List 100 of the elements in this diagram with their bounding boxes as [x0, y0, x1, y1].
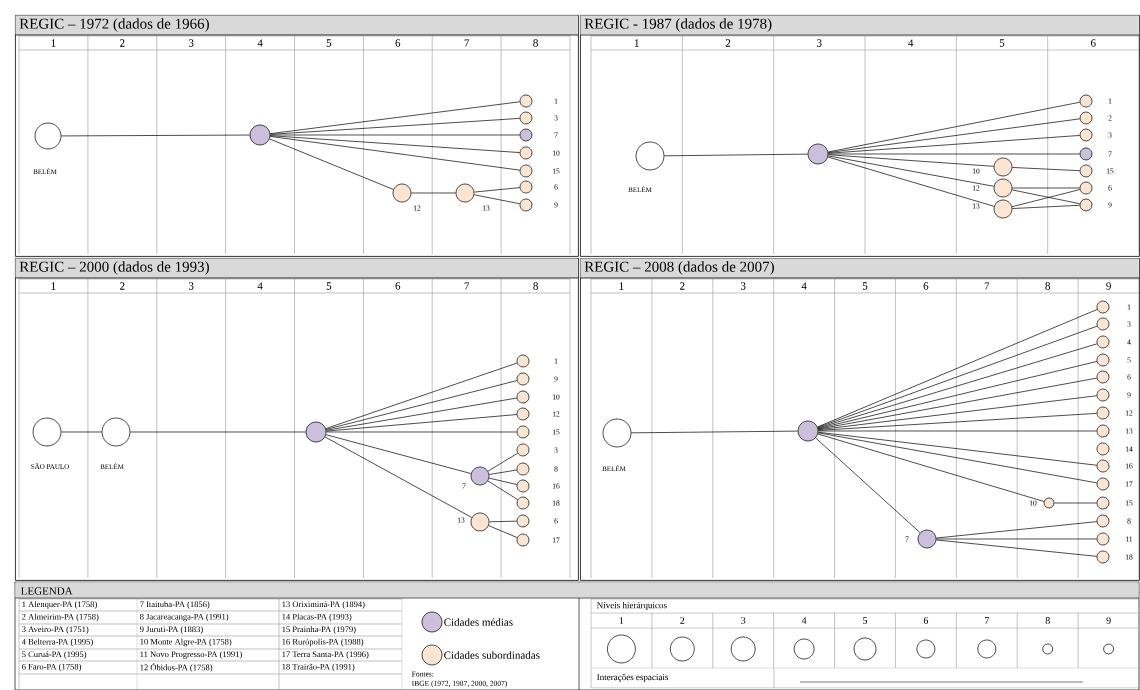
column-number: 3 [189, 282, 194, 290]
connector-line [827, 156, 995, 207]
connector-line [817, 343, 1098, 429]
table-cell: 2 Almeirim-PA (1758) [22, 613, 99, 622]
connector-line [1012, 204, 1080, 209]
connector-line [61, 134, 250, 137]
table-cell: 10 Monte Algre-PA (1758) [140, 638, 232, 647]
timeline-panel [579, 258, 1140, 581]
level-number: 4 [801, 617, 807, 624]
connector-line [411, 192, 456, 194]
column-number: 8 [533, 39, 538, 47]
connector-line [488, 469, 518, 475]
column-number: 6 [395, 282, 401, 290]
column-number: 6 [923, 282, 929, 290]
column-number: 5 [999, 39, 1005, 47]
table-cell: 5 Curuá-PA (1995) [22, 651, 87, 659]
connector-line [325, 380, 518, 430]
level-number: 3 [741, 617, 746, 624]
connector-line [1012, 187, 1080, 189]
connector-line [489, 520, 517, 523]
table-heading: Níveis hierárquicos [596, 601, 667, 611]
title-band: REGIC – 2000 (dados de 1993) [14, 258, 579, 279]
column-number: 7 [984, 282, 990, 290]
city-circle [797, 420, 819, 442]
column-number: 5 [326, 39, 332, 47]
column-number: 1 [619, 282, 624, 290]
title-band: REGIC - 1987 (dados de 1978) [579, 15, 1140, 36]
city-circle [807, 143, 829, 165]
column-number: 1 [51, 39, 56, 47]
connector-line [325, 414, 518, 432]
connector-line [664, 153, 808, 157]
level-number: 6 [923, 617, 929, 624]
connector-line [488, 525, 518, 538]
column-number: 4 [908, 39, 914, 47]
level-circle [669, 636, 695, 662]
table-cell: 16 Rurópolis-PA (1988) [282, 638, 364, 647]
connector-line [815, 437, 921, 534]
level-number: 7 [984, 617, 990, 624]
column-number: 2 [120, 282, 125, 290]
connector-line [473, 187, 521, 193]
city-circle [305, 421, 327, 443]
table-cell: 7 Itaituba-PA (1856) [140, 601, 210, 609]
column-number: 9 [1106, 282, 1111, 290]
column-number: 7 [464, 39, 470, 47]
title-band: REGIC – 2008 (dados de 2007) [579, 258, 1140, 279]
level-circle [977, 639, 997, 659]
table-cell: 1 Alenquer-PA (1758) [22, 601, 97, 609]
connector-line [817, 395, 1098, 431]
connector-line [270, 135, 520, 153]
connector-line [325, 397, 518, 431]
connector-line [487, 452, 518, 472]
column-number: 1 [51, 282, 56, 290]
table-cell: 13 Oriximiná-PA (1894) [282, 601, 365, 609]
connector-line [326, 431, 517, 433]
table-cell: 14 Placas-PA (1993) [282, 613, 352, 622]
connector-line [61, 431, 102, 433]
connector-line [817, 361, 1098, 429]
table-cell: 18 Trairão-PA (1991) [282, 663, 355, 672]
table-cell: 3 Aveiro-PA (1751) [22, 626, 89, 634]
connector-line [935, 521, 1098, 539]
connector-line [324, 436, 473, 518]
column-number: 2 [725, 39, 731, 47]
table-cell: 9 Juruti-PA (1883) [140, 626, 203, 634]
column-number: 1 [634, 39, 639, 47]
connector-line [817, 377, 1098, 430]
level-circle [853, 637, 877, 661]
connector-line [827, 101, 1081, 153]
column-number: 4 [257, 39, 263, 47]
connector-line [487, 480, 518, 500]
column-number: 4 [257, 282, 263, 290]
column-number: 2 [680, 282, 685, 290]
connector-line [935, 539, 1098, 557]
column-number: 3 [817, 39, 822, 47]
table-cell: 11 Novo Progresso-PA (1991) [140, 651, 242, 659]
legend-heading: LEGENDA [21, 587, 73, 595]
connector-line [817, 433, 1045, 502]
connector-line [488, 477, 518, 485]
city-circle [249, 124, 271, 146]
column-number: 7 [464, 282, 470, 290]
connector-line [936, 538, 1097, 540]
connector-line [270, 118, 520, 135]
connector-line [828, 153, 1080, 155]
connector-line [827, 118, 1081, 153]
table-cell: 15 Prainha-PA (1979) [282, 626, 356, 634]
connector-line [473, 194, 521, 205]
column-number: 6 [1091, 39, 1096, 47]
column-number: 8 [1045, 282, 1051, 290]
connector-line [828, 135, 1080, 154]
level-circle [607, 634, 636, 664]
table-cell: 6 Faro-PA (1758) [22, 663, 81, 672]
level-circle [916, 639, 936, 659]
table-cell: 17 Terra Santa-PA (1996) [282, 651, 369, 659]
connector-line [828, 154, 995, 167]
connector-line [325, 362, 518, 429]
column-number: 5 [862, 282, 868, 290]
title-band: REGIC – 1972 (dados de 1966) [14, 15, 579, 36]
connector-line [325, 434, 472, 474]
level-number: 8 [1045, 617, 1050, 624]
column-number: 8 [533, 282, 538, 290]
level-number: 5 [863, 617, 868, 624]
